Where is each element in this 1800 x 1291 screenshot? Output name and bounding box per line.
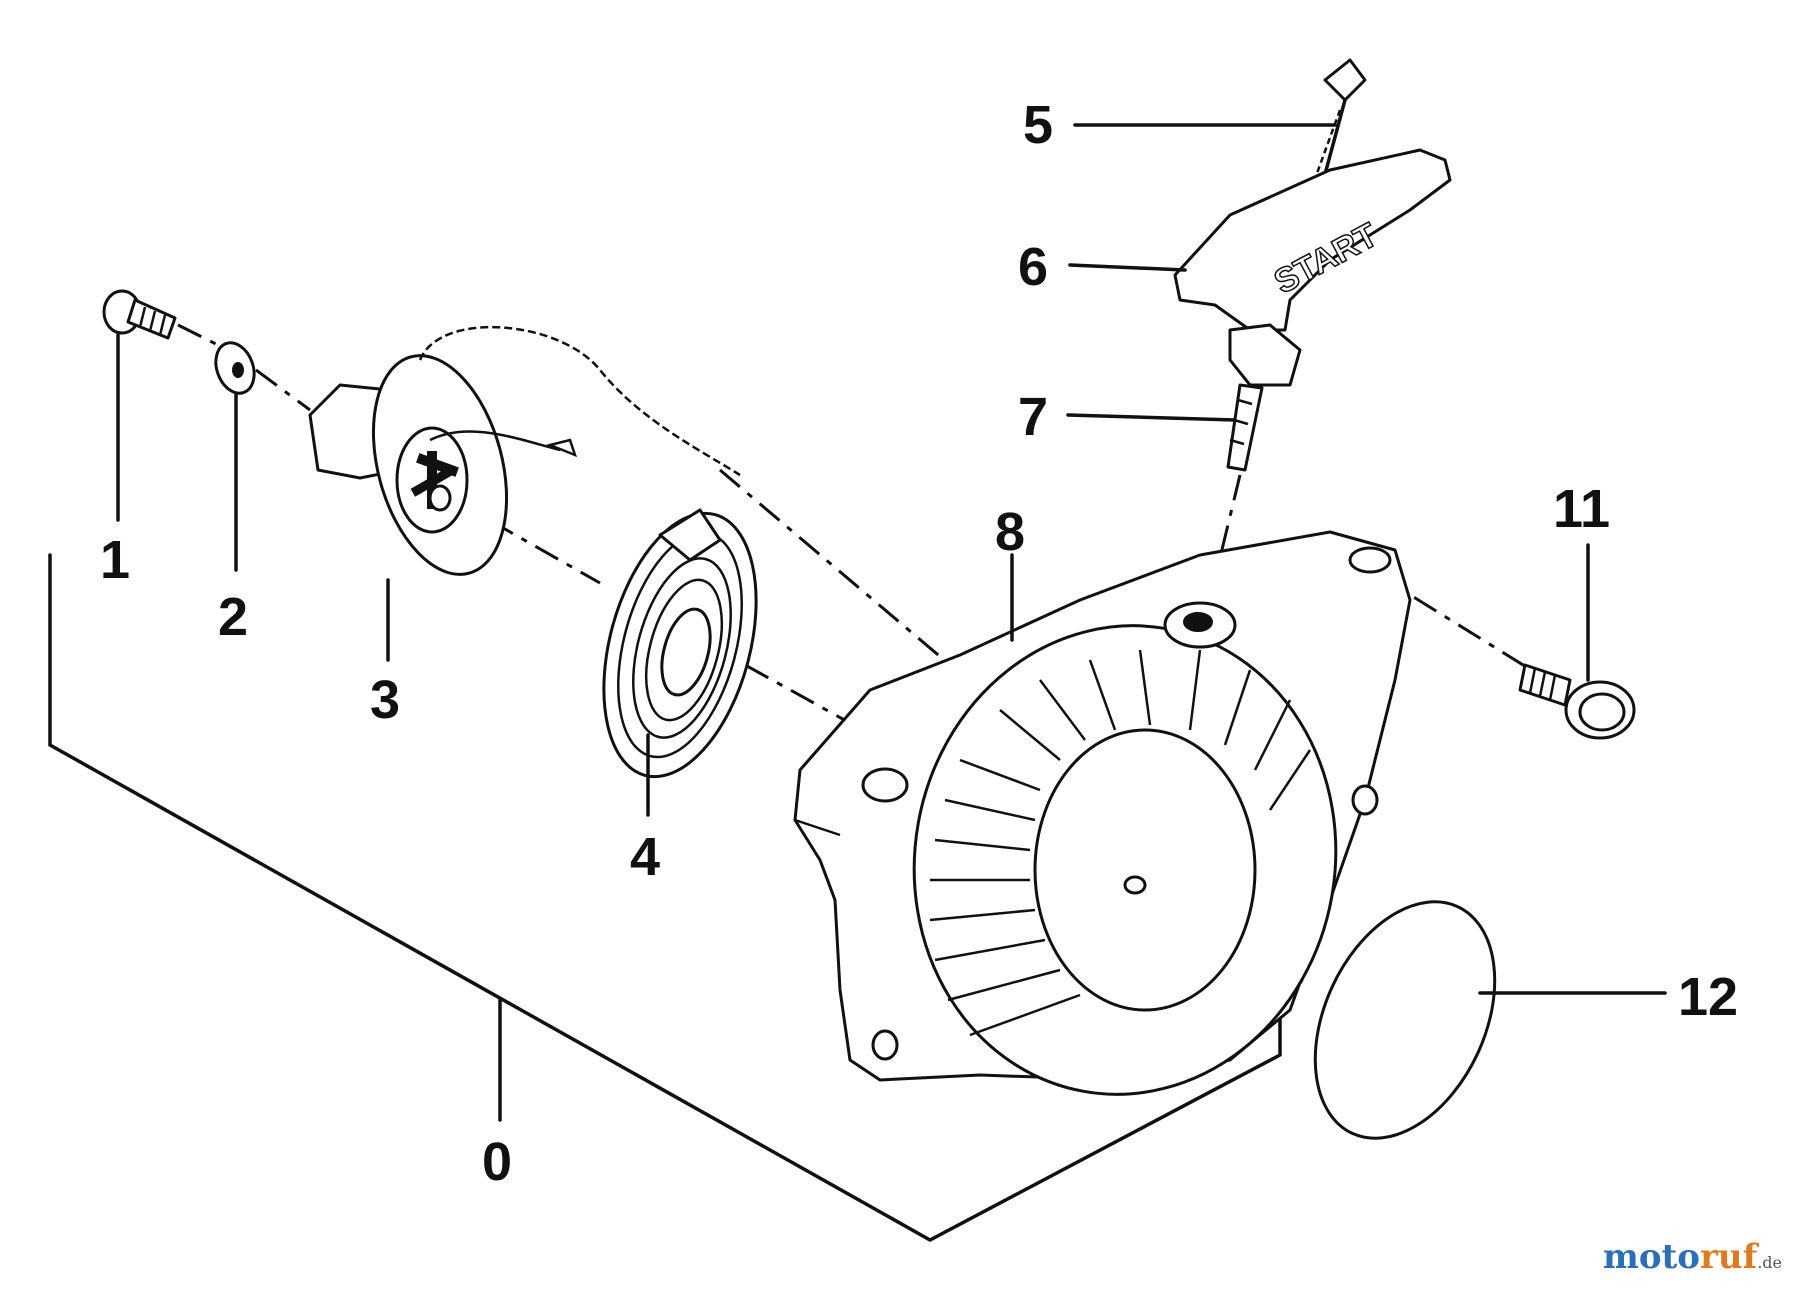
callout-5: 5	[1023, 95, 1053, 155]
watermark-logo: motoruf.de	[1603, 1237, 1782, 1277]
callout-1: 1	[100, 530, 130, 590]
part-cover-12	[1313, 900, 1497, 1140]
callout-12: 12	[1678, 967, 1738, 1027]
callout-11: 11	[1553, 479, 1610, 539]
watermark-part1: moto	[1602, 1237, 1700, 1277]
leader-lines	[116, 123, 1667, 995]
part-washer-2	[214, 341, 256, 395]
callout-4: 4	[630, 827, 660, 887]
part-screw-11	[1518, 663, 1636, 740]
callout-2: 2	[218, 587, 248, 647]
callout-numbers: 1 2 3 4 0 5 6 7 8 11 12	[100, 95, 1738, 1192]
part-housing-8	[793, 530, 1412, 1096]
watermark-suffix: .de	[1757, 1253, 1782, 1272]
part-rope-7	[1226, 383, 1264, 472]
callout-0: 0	[482, 1132, 512, 1192]
callout-8: 8	[995, 502, 1025, 562]
part-screw-1	[102, 289, 177, 340]
watermark-part2: ruf	[1699, 1237, 1758, 1277]
callout-3: 3	[370, 670, 400, 730]
part-pulley-3	[308, 325, 741, 576]
callout-7: 7	[1018, 387, 1048, 447]
callout-6: 6	[1018, 237, 1048, 297]
part-start-handle-6: START	[1173, 148, 1452, 387]
part-spring-4	[602, 508, 758, 779]
